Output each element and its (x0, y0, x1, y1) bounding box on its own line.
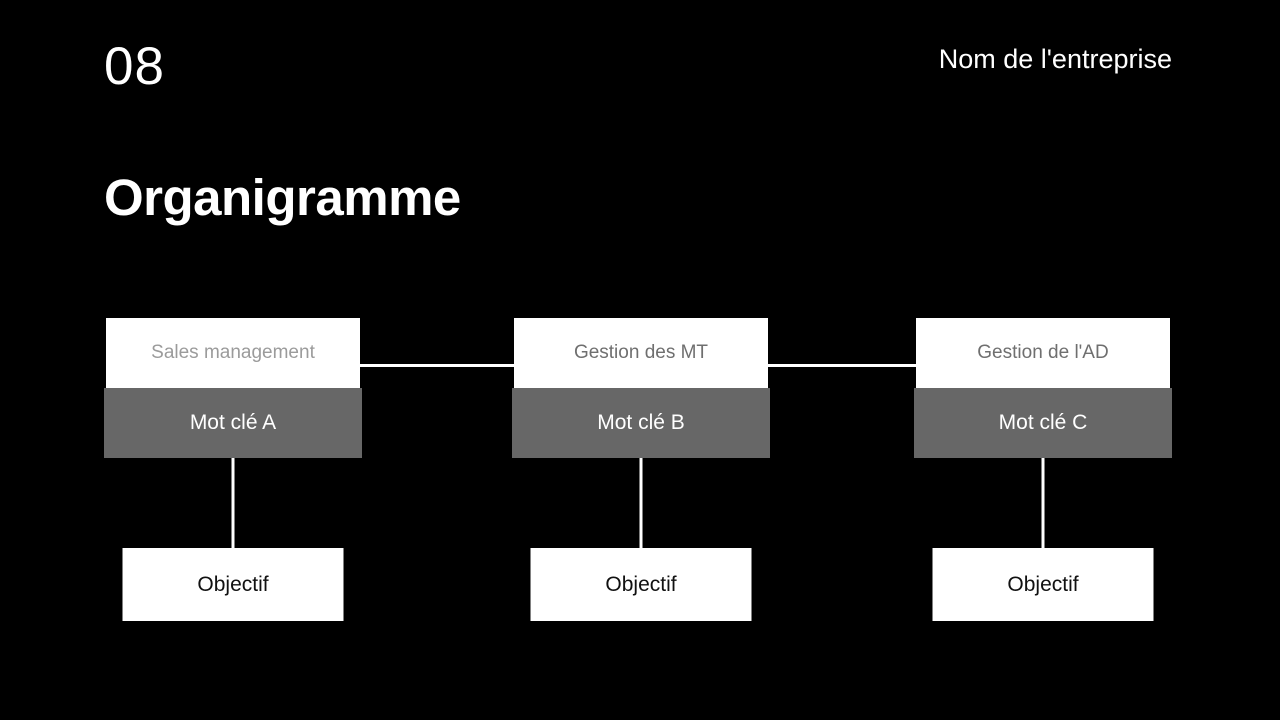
department-label: Sales management (151, 342, 315, 363)
connector-line-vertical-3 (1041, 458, 1045, 549)
objective-label: Objectif (197, 572, 269, 596)
connector-line-horizontal-2 (768, 364, 918, 367)
department-box-3[interactable]: Gestion de l'AD (916, 318, 1170, 388)
objective-label: Objectif (1007, 572, 1079, 596)
org-column-3: Gestion de l'AD Mot clé C Objectif (914, 318, 1172, 621)
company-name: Nom de l'entreprise (938, 44, 1172, 74)
department-box-1[interactable]: Sales management (106, 318, 360, 388)
department-label: Gestion des MT (573, 342, 709, 363)
page-title: Organigramme (104, 169, 461, 226)
connector-line-vertical-2 (639, 458, 643, 549)
department-box-2[interactable]: Gestion des MT (514, 318, 768, 388)
org-column-1: Sales management Mot clé A Objectif (104, 318, 362, 621)
connector-line-vertical-1 (231, 458, 235, 549)
objective-box-1[interactable]: Objectif (122, 548, 344, 621)
keyword-box-1[interactable]: Mot clé A (104, 388, 362, 458)
page-number: 08 (104, 37, 165, 96)
org-column-2: Gestion des MT Mot clé B Objectif (512, 318, 770, 621)
keyword-label: Mot clé A (189, 411, 277, 434)
keyword-box-3[interactable]: Mot clé C (914, 388, 1172, 458)
objective-box-2[interactable]: Objectif (530, 548, 752, 621)
keyword-box-2[interactable]: Mot clé B (512, 388, 770, 458)
keyword-label: Mot clé C (998, 411, 1088, 434)
objective-label: Objectif (605, 572, 677, 596)
keyword-label: Mot clé B (597, 411, 685, 434)
department-label: Gestion de l'AD (977, 342, 1109, 363)
objective-box-3[interactable]: Objectif (932, 548, 1154, 621)
connector-line-horizontal-1 (358, 364, 516, 367)
